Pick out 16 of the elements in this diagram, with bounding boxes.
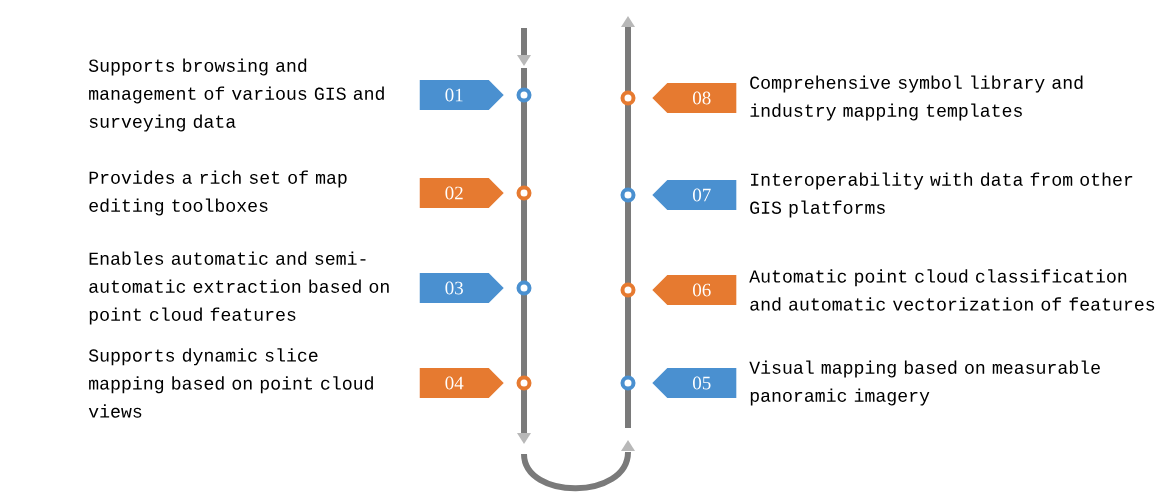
description: Comprehensive symbol library and industry mapping templates <box>750 75 1083 121</box>
description: Automatic point cloud classification and automatic vectorization of features <box>749 269 1155 311</box>
number-tag: 01 <box>419 80 504 110</box>
description: Enables automatic and semi-automatic extraction based on point cloud features <box>89 251 389 325</box>
number-tag: 07 <box>652 180 737 210</box>
number-tag: 08 <box>652 83 737 113</box>
description: Supports browsing and management of various GIS and surveying data <box>88 58 384 132</box>
number-tag: 02 <box>419 178 504 208</box>
description: Supports dynamic slice mapping based on point cloud views <box>88 348 373 418</box>
description: Interoperability with data from other GIS platforms <box>750 172 1133 218</box>
description: Visual mapping based on measurable panoramic imagery <box>749 360 1100 406</box>
number-tag: 06 <box>652 275 737 305</box>
number-tag: 05 <box>652 368 737 398</box>
number-tag: 03 <box>419 273 504 303</box>
number-tag: 04 <box>419 368 504 398</box>
description: Provides a rich set of map editing toolboxes <box>89 170 347 216</box>
